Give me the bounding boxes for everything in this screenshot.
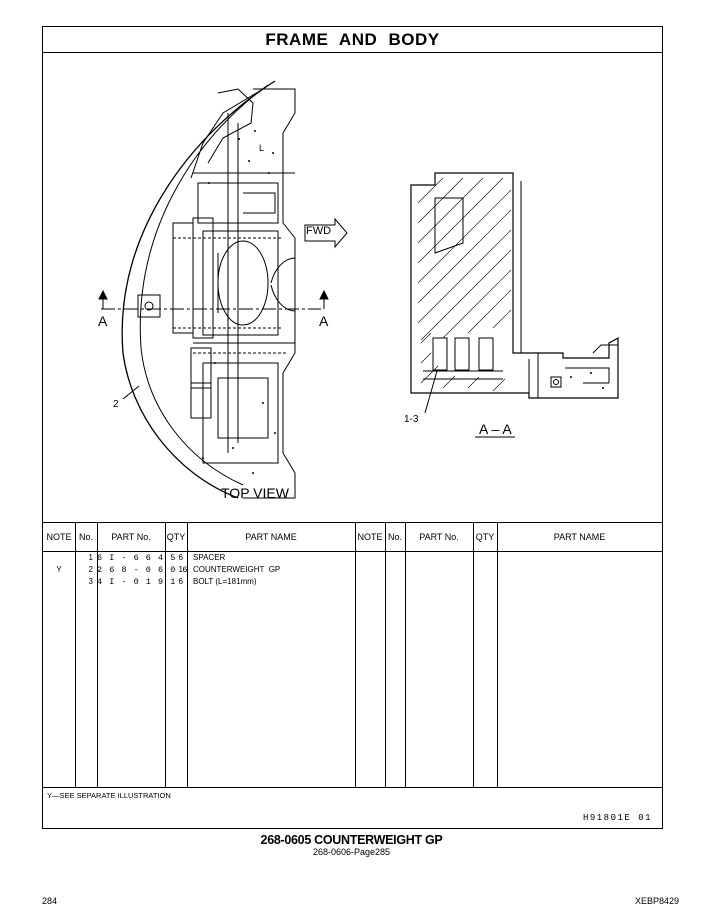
page-title: FRAME AND BODY — [43, 27, 662, 53]
col-header-part-no: PART No. — [111, 532, 151, 542]
group-subcaption: 268-0606-Page285 — [312, 847, 391, 857]
parts-page-frame: FRAME AND BODY — [42, 26, 663, 829]
row-qty: 6 — [178, 553, 183, 562]
illustration-reference: H91801E 01 — [582, 813, 652, 823]
document-code: XEBP8429 — [634, 896, 679, 906]
col-header-note: NOTE — [46, 532, 72, 542]
col-divider — [97, 523, 98, 787]
row-part-name: COUNTERWEIGHT GP — [193, 565, 281, 574]
fwd-label: FWD — [305, 225, 332, 237]
section-marker-right: A — [319, 313, 329, 329]
col-header-part-name-2: PART NAME — [553, 532, 606, 542]
col-divider — [385, 523, 386, 787]
callout-1-3: 1-3 — [404, 414, 419, 425]
group-caption: 268-0605 COUNTERWEIGHT GP — [260, 833, 443, 847]
row-part-name: SPACER — [193, 553, 226, 562]
item-label-l: L — [259, 143, 265, 153]
row-no: 1 — [88, 553, 93, 562]
row-qty: 1 — [178, 565, 183, 574]
illustration-area: FWD A A L 2 1-3 A – A TOP VIEW — [43, 53, 662, 523]
col-header-part-no-2: PART No. — [419, 532, 459, 542]
col-divider — [497, 523, 498, 787]
row-part-no: 2 6 8 - 0 6 0 6 — [97, 565, 189, 575]
row-note: Y — [56, 565, 62, 574]
col-header-note-2: NOTE — [357, 532, 383, 542]
col-divider — [187, 523, 188, 787]
col-divider — [75, 523, 76, 787]
col-header-qty: QTY — [166, 532, 186, 542]
row-part-no: 4 I - 0 1 9 1 — [97, 577, 177, 587]
col-divider — [165, 523, 166, 787]
row-part-name: BOLT (L=181mm) — [193, 577, 257, 586]
col-divider — [473, 523, 474, 787]
row-no: 2 — [88, 565, 93, 574]
col-divider — [355, 523, 356, 787]
col-header-no-2: No. — [387, 532, 402, 542]
row-no: 3 — [88, 577, 93, 586]
section-view-label: A – A — [479, 421, 512, 437]
item-label-2: 2 — [113, 399, 119, 410]
col-header-qty-2: QTY — [475, 532, 495, 542]
col-header-part-name: PART NAME — [245, 532, 297, 542]
section-marker-left: A — [98, 313, 108, 329]
row-part-no: 6 I - 6 6 4 5 — [97, 553, 177, 563]
row-qty: 6 — [178, 577, 183, 586]
page-number: 284 — [42, 896, 58, 906]
top-view-label: TOP VIEW — [221, 485, 289, 501]
parts-drawing — [98, 80, 619, 499]
col-header-no: No. — [78, 532, 93, 542]
header-divider — [43, 551, 662, 552]
col-divider — [405, 523, 406, 787]
table-footnote: Y—SEE SEPARATE ILLUSTRATION — [47, 791, 171, 800]
table-bottom-divider — [43, 787, 662, 788]
